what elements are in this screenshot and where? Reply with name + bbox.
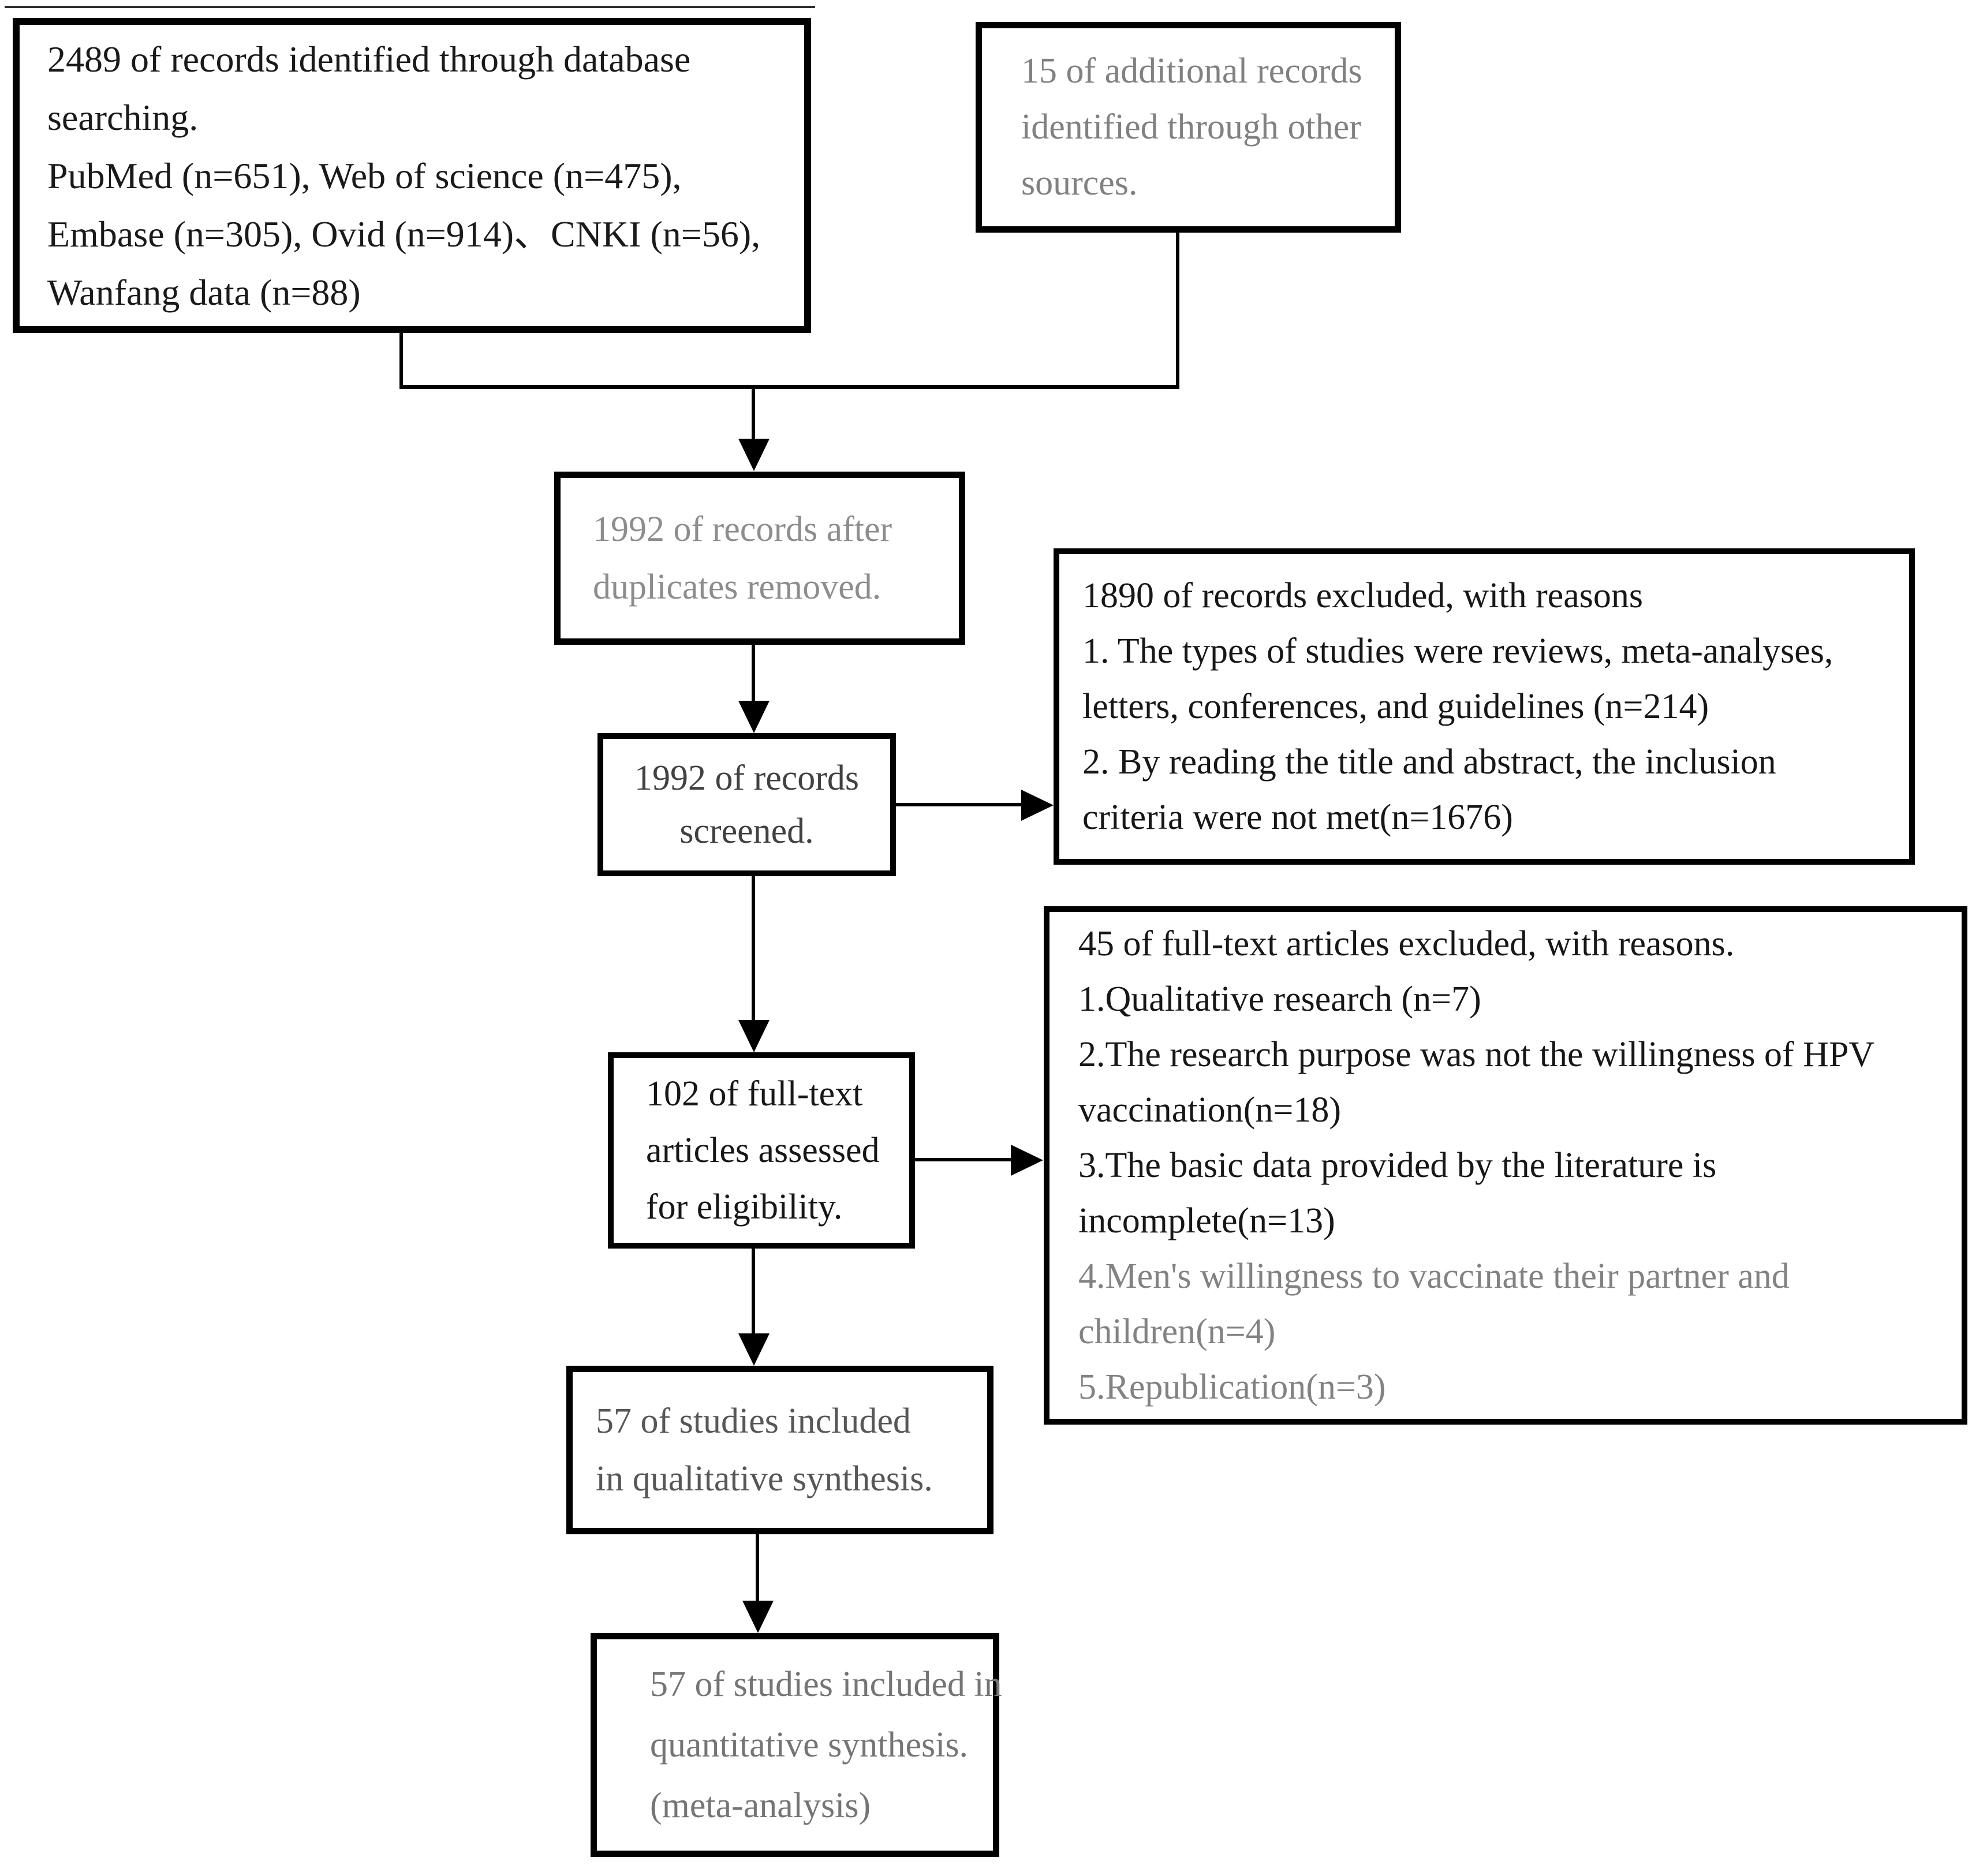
box-records-screened: 1992 of records screened. [597, 733, 896, 876]
text-line: for eligibility. [646, 1187, 843, 1227]
text-line: 45 of full-text articles excluded, with … [1078, 924, 1735, 963]
text-line: (meta-analysis) [650, 1785, 871, 1825]
connector-right-line [894, 803, 1025, 806]
connector-down-line [752, 388, 755, 441]
connector-down-line [752, 875, 755, 1021]
text-line: 1890 of records excluded, with reasons [1082, 576, 1644, 615]
text-line: 2489 of records identified through datab… [47, 38, 691, 80]
text-line: Embase (n=305), Ovid (n=914)、CNKI (n=56)… [47, 213, 761, 255]
text-line: 1. The types of studies were reviews, me… [1082, 631, 1833, 671]
box-quantitative-synthesis: 57 of studies included in quantitative s… [591, 1633, 1002, 1857]
box-duplicates-removed: 1992 of records after duplicates removed… [554, 472, 965, 645]
page-edge-line [5, 6, 815, 8]
text-line: 57 of studies included [596, 1402, 911, 1441]
text-line: PubMed (n=651), Web of science (n=475), [47, 155, 682, 196]
text-line: 57 of studies included in [650, 1664, 1002, 1704]
text-line: 2.The research purpose was not the willi… [1078, 1035, 1875, 1074]
connector-left-stub [399, 333, 403, 388]
text-line: duplicates removed. [593, 567, 882, 607]
text-line: 1.Qualitative research (n=7) [1078, 980, 1481, 1019]
text-line: 102 of full-text [646, 1074, 863, 1113]
arrowhead-right-icon [1021, 790, 1054, 821]
box-records-identified: 2489 of records identified through datab… [13, 18, 811, 333]
connector-down-line [752, 644, 755, 702]
text-line: letters, conferences, and guidelines (n=… [1082, 687, 1709, 726]
text-line: vaccination(n=18) [1078, 1090, 1342, 1130]
connector-right-stub [1176, 231, 1179, 387]
text-line: 5.Republication(n=3) [1078, 1367, 1386, 1407]
arrowhead-down-icon [738, 701, 770, 733]
connector-merge-line [399, 385, 1179, 389]
text-line: screened. [679, 812, 814, 851]
connector-down-line [756, 1533, 759, 1602]
arrowhead-right-icon [1011, 1145, 1043, 1176]
text-line: sources. [1021, 163, 1138, 203]
connector-down-line [752, 1247, 755, 1335]
connector-right-line [914, 1158, 1012, 1161]
box-qualitative-synthesis: 57 of studies included in qualitative sy… [566, 1366, 994, 1534]
arrowhead-down-icon [738, 1020, 770, 1052]
text-line: 1992 of records after [593, 510, 892, 549]
box-records-excluded: 1890 of records excluded, with reasons 1… [1054, 548, 1915, 865]
text-line: searching. [47, 96, 199, 138]
text-line: 1992 of records [634, 758, 860, 798]
text-line: 3.The basic data provided by the literat… [1078, 1146, 1717, 1185]
text-line: Wanfang data (n=88) [47, 271, 361, 313]
box-fulltext-assessed: 102 of full-text articles assessed for e… [608, 1052, 915, 1249]
text-line: incomplete(n=13) [1078, 1201, 1335, 1240]
text-line: quantitative synthesis. [650, 1725, 969, 1765]
text-line: 4.Men's willingness to vaccinate their p… [1078, 1257, 1790, 1296]
text-line: children(n=4) [1078, 1312, 1276, 1351]
text-line: articles assessed [646, 1131, 880, 1170]
arrowhead-down-icon [742, 1601, 774, 1633]
box-fulltext-excluded: 45 of full-text articles excluded, with … [1044, 906, 1967, 1425]
box-additional-records: 15 of additional records identified thro… [976, 22, 1401, 233]
text-line: criteria were not met(n=1676) [1082, 798, 1513, 837]
text-line: 2. By reading the title and abstract, th… [1082, 742, 1776, 782]
text-line: in qualitative synthesis. [596, 1459, 933, 1498]
arrowhead-down-icon [738, 1333, 770, 1366]
text-line: 15 of additional records [1021, 51, 1362, 91]
arrowhead-down-icon [738, 439, 770, 471]
text-line: identified through other [1021, 107, 1361, 147]
